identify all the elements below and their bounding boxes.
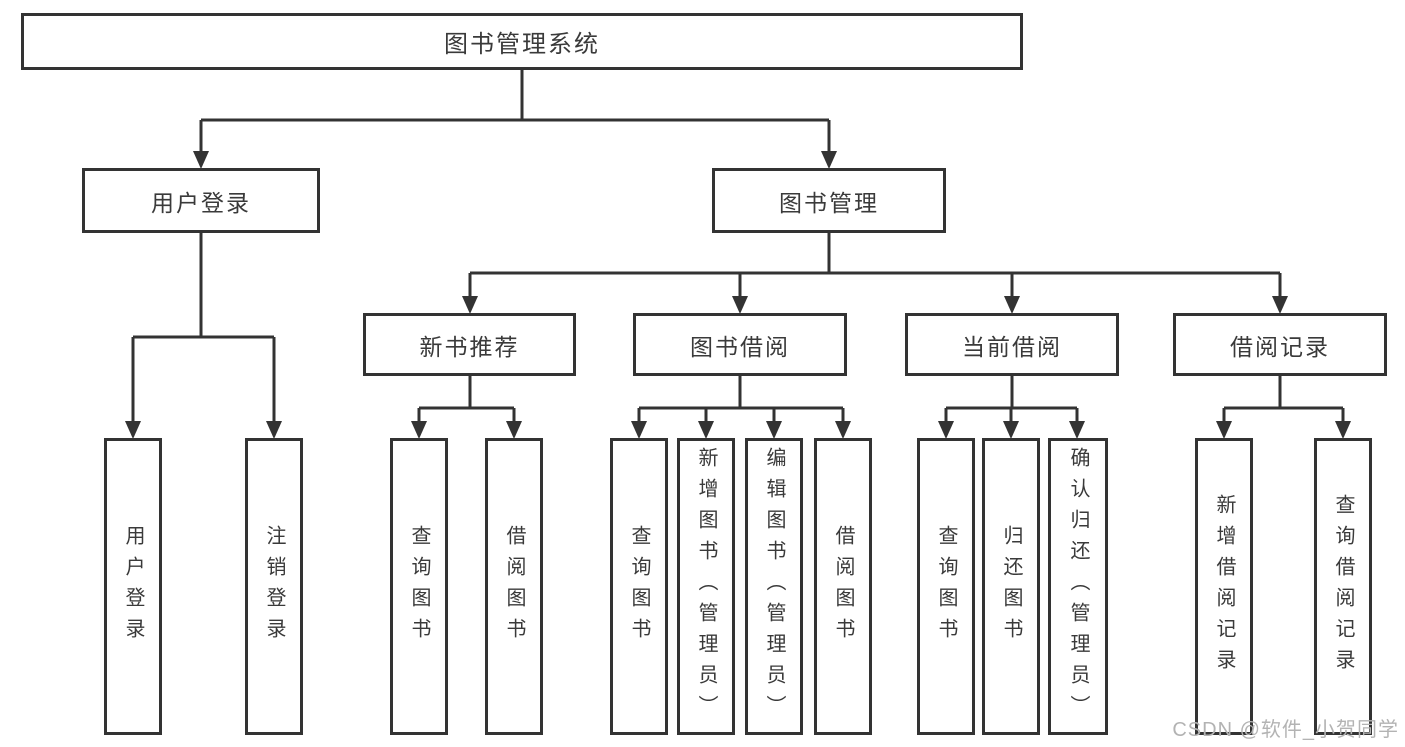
- node-new-book-recommend: 新书推荐: [363, 313, 576, 376]
- node-root-label: 图书管理系统: [444, 31, 600, 58]
- node-borrow-records: 借阅记录: [1173, 313, 1387, 376]
- leaf-logout-login: 注销登录: [245, 438, 303, 735]
- arrowheads: [125, 151, 1351, 439]
- leaf-nbr-borrow-books: 借阅图书: [485, 438, 543, 735]
- leaf-bb-add-books-admin: 新增图书（管理员）: [677, 438, 735, 735]
- node-root: 图书管理系统: [21, 13, 1023, 70]
- leaf-user-login: 用户登录: [104, 438, 162, 735]
- leaf-cb-confirm-return-admin: 确认归还（管理员）: [1048, 438, 1108, 735]
- csdn-watermark: CSDN @软件_小贺同学: [1172, 719, 1399, 741]
- node-borrow-records-label: 借阅记录: [1230, 333, 1330, 360]
- leaf-bb-edit-books-admin: 编辑图书（管理员）: [745, 438, 803, 735]
- node-user-login: 用户登录: [82, 168, 320, 233]
- leaf-cb-return-books: 归还图书: [982, 438, 1040, 735]
- node-current-borrow-label: 当前借阅: [962, 333, 1062, 360]
- node-current-borrow: 当前借阅: [905, 313, 1119, 376]
- node-book-management-label: 图书管理: [779, 189, 879, 216]
- leaf-nbr-query-books: 查询图书: [390, 438, 448, 735]
- node-user-login-label: 用户登录: [151, 189, 251, 216]
- leaf-bb-query-books: 查询图书: [610, 438, 668, 735]
- leaf-bb-borrow-books: 借阅图书: [814, 438, 872, 735]
- node-book-borrow: 图书借阅: [633, 313, 847, 376]
- leaf-cb-query-books: 查询图书: [917, 438, 975, 735]
- node-new-book-recommend-label: 新书推荐: [419, 333, 520, 360]
- node-book-borrow-label: 图书借阅: [690, 333, 790, 360]
- leaf-br-add-record: 新增借阅记录: [1195, 438, 1253, 735]
- node-book-management: 图书管理: [712, 168, 946, 233]
- leaf-br-query-record: 查询借阅记录: [1314, 438, 1372, 735]
